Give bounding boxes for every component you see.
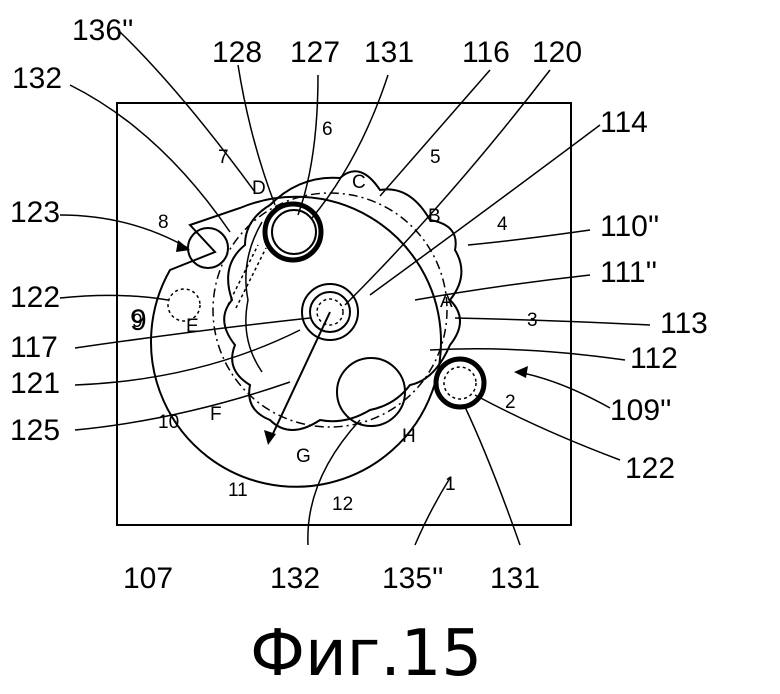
label-110: 110''	[600, 210, 659, 243]
leader-109	[518, 372, 610, 408]
figure-caption: Фиг.15	[250, 617, 482, 691]
sector-5: 5	[430, 147, 441, 168]
label-113: 113	[660, 307, 708, 340]
label-132-bottom: 132	[270, 562, 320, 595]
label-122-left: 122	[10, 281, 60, 314]
hole-122-right	[444, 367, 476, 399]
label-131-top: 131	[364, 36, 414, 69]
hole-123	[188, 228, 228, 268]
leader-122-left	[60, 295, 168, 300]
leader-131-top	[312, 75, 388, 218]
label-120: 120	[532, 36, 582, 69]
sector-3: 3	[527, 310, 538, 331]
sector-11: 11	[228, 480, 248, 501]
label-109: 109''	[610, 394, 672, 427]
label-121: 121	[10, 367, 60, 400]
label-127: 127	[290, 36, 340, 69]
sector-2: 2	[505, 392, 516, 413]
outer-disc	[151, 197, 441, 487]
leader-123	[60, 215, 188, 248]
label-123: 123	[10, 196, 60, 229]
sector-9: 9	[132, 311, 143, 332]
hatched-strip-2	[236, 248, 266, 308]
sector-10: 10	[158, 412, 179, 433]
position-g: G	[296, 446, 311, 467]
position-h: H	[402, 426, 416, 447]
sector-12: 12	[332, 494, 353, 515]
leader-125	[75, 382, 290, 430]
sector-6: 6	[322, 119, 333, 140]
label-111: 111''	[600, 256, 657, 289]
position-f: F	[210, 404, 222, 425]
sector-4: 4	[497, 214, 508, 235]
position-d: D	[252, 178, 266, 199]
label-131-bottom: 131	[490, 562, 540, 595]
position-b: B	[428, 206, 441, 227]
sector-1: 1	[445, 474, 456, 495]
position-a: A	[440, 291, 453, 312]
sector-8: 8	[158, 212, 169, 233]
leader-122-right	[475, 395, 620, 460]
leader-132-top	[70, 85, 230, 232]
label-136: 136''	[72, 14, 134, 47]
leader-116	[380, 70, 490, 196]
label-117: 117	[10, 331, 58, 364]
leader-121	[75, 330, 300, 385]
label-132-top: 132	[12, 62, 62, 95]
position-c: C	[352, 172, 366, 193]
roller-131-right	[436, 359, 484, 407]
label-122-right: 122	[625, 452, 675, 485]
sector-7: 7	[218, 147, 229, 168]
label-114: 114	[600, 106, 648, 139]
label-112: 112	[630, 342, 678, 375]
roller-132	[337, 358, 405, 426]
label-125: 125	[10, 414, 60, 447]
leader-109-arrow	[514, 366, 528, 378]
position-e: E	[186, 316, 199, 337]
roller-127	[265, 204, 321, 260]
hatched-strip	[228, 245, 258, 305]
roller-127-inner	[272, 210, 316, 254]
leader-120	[345, 70, 550, 305]
label-128: 128	[212, 36, 262, 69]
label-135: 135''	[382, 562, 444, 595]
base-plate	[117, 103, 571, 525]
leader-113	[455, 318, 650, 325]
label-116: 116	[462, 36, 510, 69]
label-107: 107	[123, 562, 173, 595]
